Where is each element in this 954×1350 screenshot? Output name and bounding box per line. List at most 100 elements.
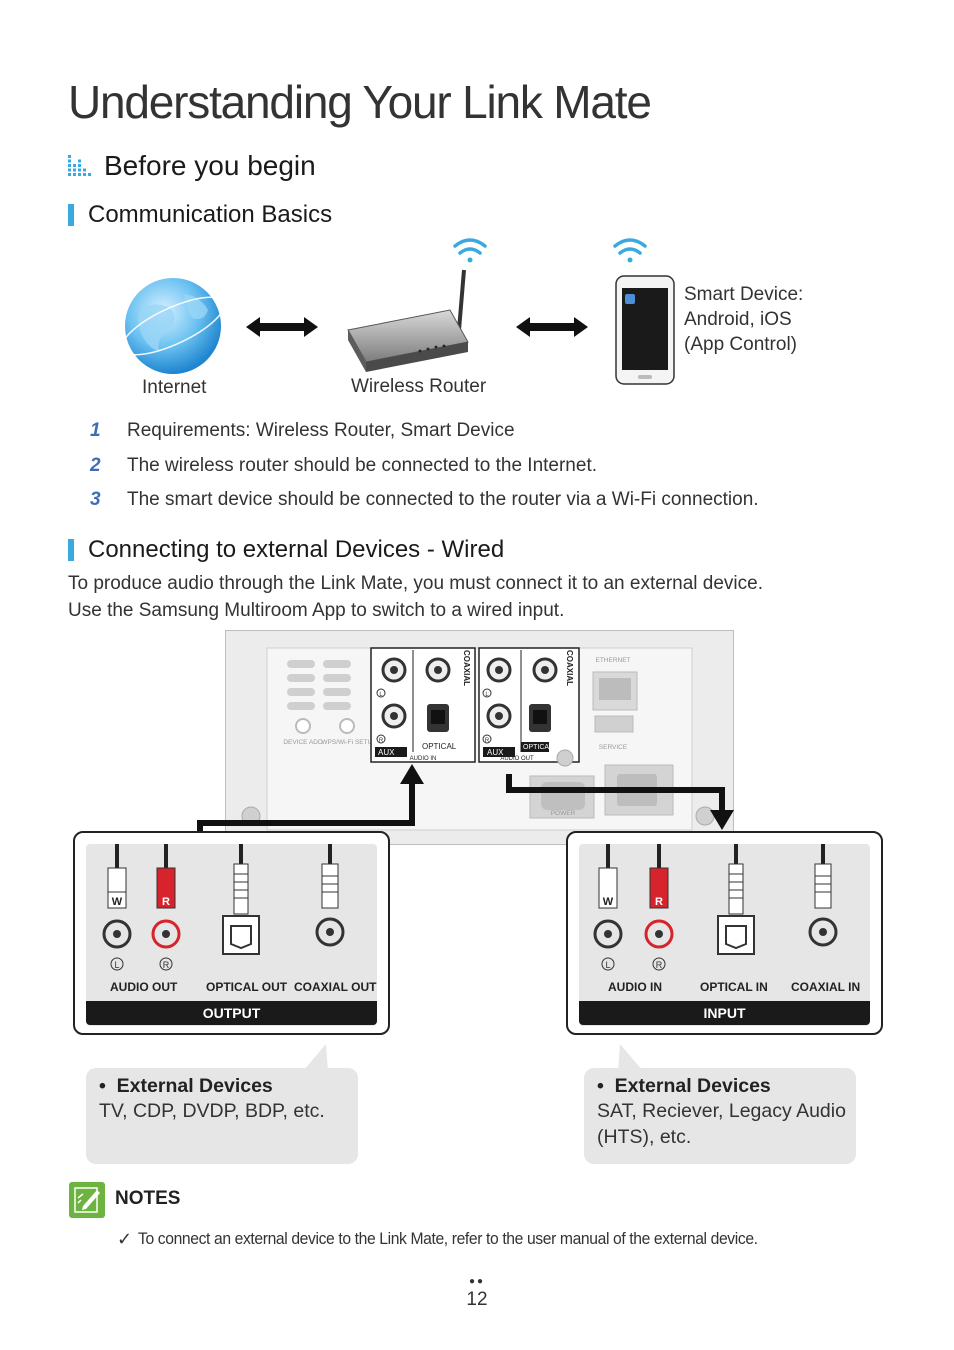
page-title: Understanding Your Link Mate — [68, 76, 652, 128]
output-footer: OUTPUT — [86, 1001, 377, 1025]
output-box: W R L R AUDIO OUT OPTI — [73, 831, 390, 1035]
smart-device-line: Smart Device: — [684, 284, 804, 305]
arrow-down-icon — [710, 810, 734, 830]
l-label: L — [114, 960, 119, 970]
rca-red-plug-icon: R — [151, 844, 181, 949]
step-text: Requirements: Wireless Router, Smart Dev… — [127, 420, 515, 441]
r-label: R — [379, 738, 384, 744]
optical-plug-icon — [222, 844, 260, 955]
wifi-icon — [453, 238, 487, 263]
device-add-button — [295, 718, 311, 734]
step-number: 3 — [90, 489, 101, 510]
device-back-panel: DEVICE ADD WPS/Wi-Fi SETUP COAXIAL AUX O… — [225, 630, 734, 845]
audio-in-label: AUDIO IN — [410, 756, 437, 762]
equalizer-icon — [68, 155, 91, 176]
bubble-left-heading-text: External Devices — [116, 1075, 273, 1097]
bubble-right-line: SAT, Reciever, Legacy Audio — [597, 1100, 846, 1122]
white-label: W — [112, 896, 123, 908]
step-item: 1 Requirements: Wireless Router, Smart D… — [90, 420, 515, 442]
check-icon: ✓ — [117, 1229, 133, 1249]
coaxial-plug-icon — [808, 844, 838, 947]
bubble-left-heading: • External Devices — [99, 1075, 273, 1097]
section-heading-text: Before you begin — [104, 150, 316, 181]
coaxial-out-label: COAXIAL OUT — [294, 980, 377, 994]
r-label: R — [163, 960, 170, 970]
coaxial-label: COAXIAL — [462, 650, 471, 686]
connection-arrows — [197, 764, 734, 832]
audio-out-block: COAXIAL AUX OPTICAL AUDIO OUT L R — [478, 647, 580, 763]
audio-out-label: AUDIO OUT — [110, 980, 178, 994]
coaxial-plug-icon — [315, 844, 345, 947]
router-icon — [347, 269, 469, 372]
wifi-icon — [613, 238, 647, 263]
aux-label: AUX — [487, 748, 504, 757]
heading-bar — [68, 539, 74, 561]
globe-icon — [120, 278, 226, 374]
optical-label: OPTICAL — [523, 744, 553, 751]
optical-label: OPTICAL — [422, 742, 457, 751]
double-arrow-icon — [516, 317, 588, 337]
bubble-right-heading-text: External Devices — [614, 1075, 771, 1097]
wired-intro-line: To produce audio through the Link Mate, … — [68, 573, 763, 594]
rca-white-plug-icon: W — [102, 844, 132, 949]
smart-device-line: Android, iOS — [684, 309, 792, 330]
smart-device-line: (App Control) — [684, 334, 797, 355]
step-text: The wireless router should be connected … — [127, 455, 597, 476]
communication-heading-text: Communication Basics — [88, 201, 333, 228]
step-number: 1 — [90, 420, 101, 441]
audio-in-block: COAXIAL AUX OPTICAL AUDIO IN L R — [370, 647, 476, 763]
bubble-right-shape — [584, 1044, 856, 1164]
red-label: R — [655, 896, 663, 908]
page-dots: ●● — [468, 1276, 486, 1287]
r-label: R — [656, 960, 663, 970]
white-label: W — [603, 896, 614, 908]
coaxial-in-label: COAXIAL IN — [791, 980, 861, 994]
device-add-label: DEVICE ADD — [283, 739, 323, 746]
input-footer: INPUT — [579, 1001, 870, 1025]
bubble-right-line: (HTS), etc. — [597, 1126, 692, 1148]
notes-pen-icon — [69, 1182, 105, 1218]
ethernet-port: ETHERNET SERVICE — [592, 657, 638, 751]
input-connectors: W R L R — [593, 844, 838, 971]
l-label: L — [379, 692, 383, 698]
notes-heading: NOTES — [115, 1188, 181, 1209]
output-connectors: W R L R — [102, 844, 345, 971]
l-label: L — [485, 692, 489, 698]
communication-heading: Communication Basics — [68, 200, 332, 230]
coaxial-label: COAXIAL — [565, 650, 574, 686]
audio-out-label: AUDIO OUT — [500, 756, 534, 762]
heading-bar — [68, 204, 74, 226]
smartphone-icon — [615, 275, 675, 385]
bubble-left-line: TV, CDP, DVDP, BDP, etc. — [99, 1100, 325, 1122]
service-label: SERVICE — [599, 744, 628, 751]
step-item: 2 The wireless router should be connecte… — [90, 455, 597, 477]
wps-setup-label: WPS/Wi-Fi SETUP — [321, 739, 376, 746]
audio-in-label: AUDIO IN — [608, 980, 662, 994]
arrow-up-icon — [400, 764, 424, 784]
rca-white-plug-icon: W — [593, 844, 623, 949]
ethernet-label: ETHERNET — [595, 657, 630, 664]
bubble-left-shape — [86, 1044, 358, 1164]
optical-out-label: OPTICAL OUT — [206, 980, 288, 994]
double-arrow-icon — [246, 317, 318, 337]
rca-red-plug-icon: R — [644, 844, 674, 949]
wps-setup-button — [339, 718, 355, 734]
vent-grille — [287, 660, 351, 710]
optical-in-label: OPTICAL IN — [700, 980, 768, 994]
section-heading: Before you begin — [68, 146, 316, 186]
aux-label: AUX — [378, 748, 395, 757]
optical-plug-icon — [717, 844, 755, 955]
bubble-left: • External Devices TV, CDP, DVDP, BDP, e… — [99, 1075, 325, 1124]
input-box: W R L R AUDIO IN OPTIC — [566, 831, 883, 1035]
r-label: R — [485, 738, 490, 744]
bubble-right: • External Devices SAT, Reciever, Legacy… — [597, 1075, 846, 1150]
step-text: The smart device should be connected to … — [127, 489, 759, 510]
bubble-right-heading: • External Devices — [597, 1075, 771, 1097]
internet-label: Internet — [142, 377, 207, 398]
wired-heading-text: Connecting to external Devices - Wired — [88, 536, 505, 563]
communication-diagram — [120, 238, 675, 385]
wired-heading: Connecting to external Devices - Wired — [68, 535, 504, 565]
router-label: Wireless Router — [351, 376, 487, 397]
wired-intro-line: Use the Samsung Multiroom App to switch … — [68, 600, 565, 621]
l-label: L — [605, 960, 610, 970]
